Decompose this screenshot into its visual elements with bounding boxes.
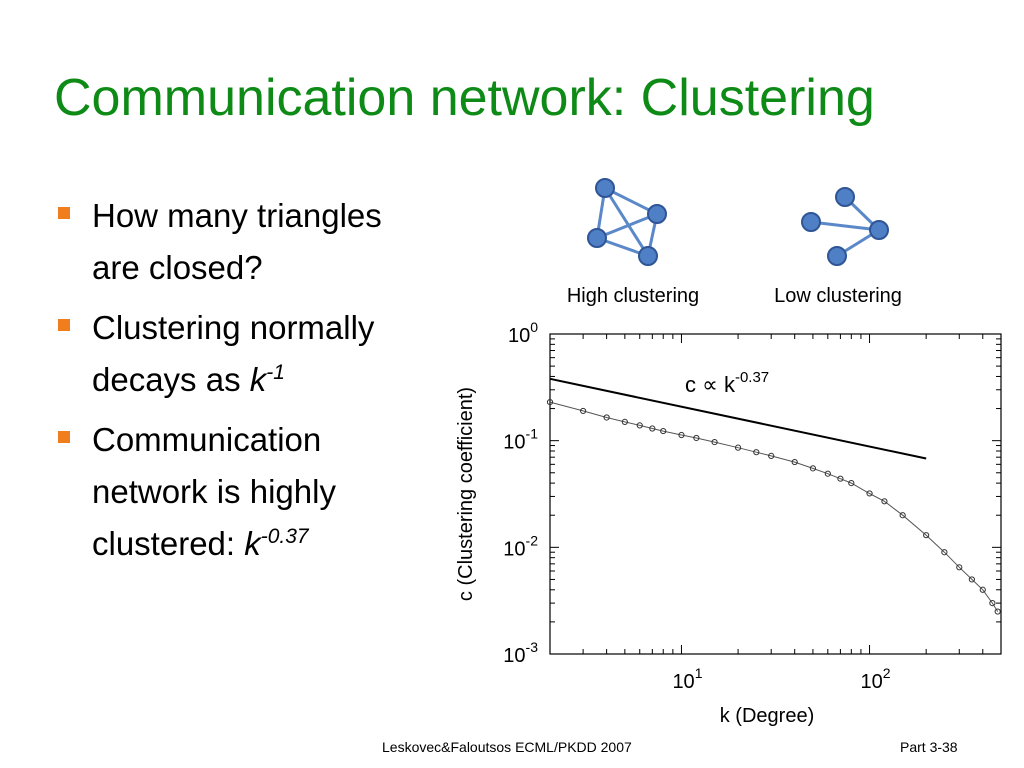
data-point bbox=[866, 490, 873, 497]
data-point bbox=[649, 425, 656, 432]
data-point bbox=[693, 434, 700, 442]
slide-title: Communication network: Clustering bbox=[54, 69, 875, 127]
data-point bbox=[989, 600, 996, 607]
data-point bbox=[678, 431, 685, 439]
data-point bbox=[580, 407, 587, 415]
fit-line bbox=[549, 377, 927, 460]
data-point bbox=[968, 576, 975, 583]
data-point bbox=[979, 586, 986, 593]
bullet-list: How many triangles are closed? Clusterin… bbox=[56, 190, 456, 578]
minor-ticks bbox=[549, 333, 1002, 655]
x-tick-label: 102 bbox=[861, 665, 891, 693]
bullet-text: decays as bbox=[92, 361, 250, 398]
graph-node bbox=[835, 187, 855, 207]
y-tick-labels: 100 10-1 10-2 10-3 bbox=[503, 319, 538, 667]
bullet-text: How many triangles bbox=[92, 197, 382, 234]
bullet-item: Clustering normally decays as k-1 bbox=[56, 302, 456, 406]
graph-node bbox=[827, 246, 847, 266]
y-tick-label: 10-3 bbox=[503, 639, 538, 667]
data-point bbox=[809, 465, 817, 472]
series-line bbox=[549, 401, 999, 612]
x-tick-labels: 101 102 bbox=[672, 665, 890, 693]
data-point bbox=[994, 608, 1001, 615]
graph-node bbox=[801, 212, 821, 232]
data-point bbox=[768, 452, 775, 459]
bullet-text: Communication bbox=[92, 421, 322, 458]
bullet-text: are closed? bbox=[92, 249, 263, 286]
graph-edge bbox=[603, 187, 650, 257]
bullet-item: How many triangles are closed? bbox=[56, 190, 456, 294]
graph-edge bbox=[596, 212, 658, 240]
data-point bbox=[711, 438, 718, 446]
bullet-math-exponent: -0.37 bbox=[260, 525, 309, 548]
data-point bbox=[899, 512, 906, 519]
network-illustrations bbox=[587, 178, 889, 266]
x-axis-label: k (Degree) bbox=[720, 705, 814, 727]
data-point bbox=[734, 444, 742, 451]
graph-node bbox=[595, 178, 615, 198]
high-clustering-label: High clustering bbox=[566, 285, 700, 307]
square-bullet-icon bbox=[58, 431, 70, 443]
low-clustering-nodes bbox=[801, 187, 889, 266]
graph-node bbox=[587, 228, 607, 248]
y-tick-label: 10-2 bbox=[503, 532, 538, 560]
data-point bbox=[621, 418, 628, 425]
data-point bbox=[791, 458, 798, 466]
footer-page-number: Part 3-38 bbox=[900, 739, 958, 755]
graph-node bbox=[638, 246, 658, 266]
data-point bbox=[941, 549, 948, 556]
low-clustering-label: Low clustering bbox=[774, 285, 902, 307]
bullet-item: Communication network is highly clustere… bbox=[56, 414, 456, 570]
bullet-text: network is highly bbox=[92, 473, 336, 510]
bullet-math-exponent: -1 bbox=[266, 361, 285, 384]
y-tick-label: 100 bbox=[508, 319, 538, 347]
data-point bbox=[848, 480, 855, 487]
footer-citation: Leskovec&Faloutsos ECML/PKDD 2007 bbox=[382, 739, 632, 755]
clustering-chart: 100 10-1 10-2 10-3 101 102 c ∝ k-0.37 k (Deg… bbox=[455, 319, 1002, 727]
bullet-math-base: k bbox=[244, 525, 261, 562]
data-point bbox=[881, 498, 888, 505]
bullet-text: clustered: bbox=[92, 525, 245, 562]
square-bullet-icon bbox=[58, 207, 70, 219]
data-point bbox=[956, 564, 963, 571]
data-point bbox=[824, 470, 831, 477]
high-clustering-graph bbox=[595, 186, 659, 258]
data-point bbox=[636, 422, 643, 429]
square-bullet-icon bbox=[58, 319, 70, 331]
bullet-text: Clustering normally bbox=[92, 309, 375, 346]
bullet-math-base: k bbox=[249, 361, 267, 398]
fit-annotation: c ∝ k-0.37 bbox=[685, 369, 769, 397]
data-points bbox=[546, 398, 1001, 615]
high-clustering-nodes bbox=[587, 178, 667, 266]
graph-node bbox=[869, 220, 889, 240]
x-tick-label: 101 bbox=[672, 665, 702, 693]
data-point bbox=[660, 427, 667, 435]
y-tick-label: 10-1 bbox=[503, 426, 538, 454]
graph-edge bbox=[810, 220, 880, 232]
data-point bbox=[546, 398, 554, 406]
data-point bbox=[753, 449, 760, 456]
plot-frame bbox=[549, 333, 1002, 655]
data-point bbox=[923, 532, 930, 539]
graph-node bbox=[647, 204, 667, 224]
data-point bbox=[837, 475, 844, 482]
y-axis-label: c (Clustering coefficient) bbox=[455, 387, 477, 601]
data-point bbox=[603, 414, 610, 421]
